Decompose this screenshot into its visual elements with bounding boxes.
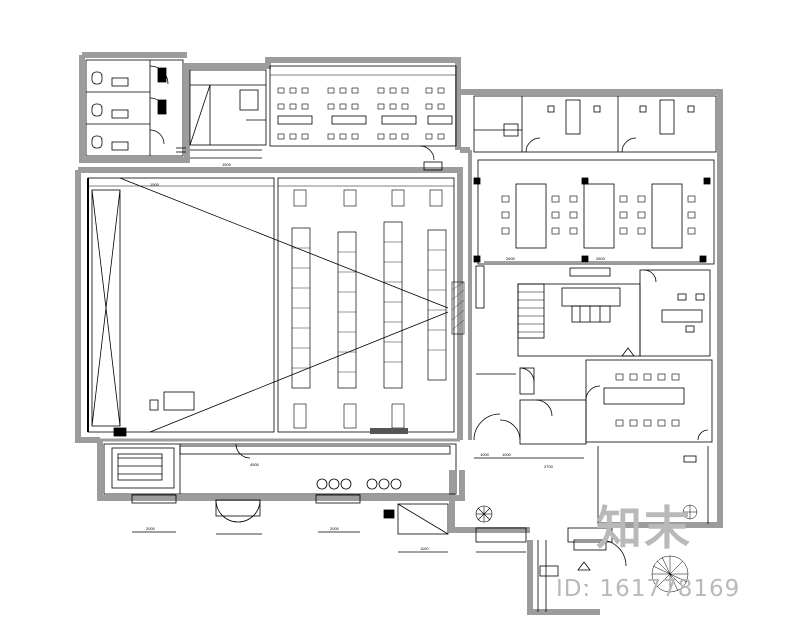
restroom-block: [85, 59, 184, 157]
plant-icon: [651, 555, 689, 593]
shelving-hall: [277, 177, 465, 434]
offices-right: 2600 2600: [473, 95, 717, 524]
exterior-walls: [75, 52, 723, 615]
svg-text:2600: 2600: [596, 256, 606, 261]
svg-text:1000: 1000: [480, 452, 490, 457]
svg-text:2000: 2000: [146, 526, 156, 531]
plant-icon: [475, 505, 493, 523]
svg-text:4500: 4500: [250, 462, 260, 467]
watermark-id: ID: 161778169: [556, 576, 741, 602]
entry-terrace: 1100 +: [397, 503, 627, 612]
svg-text:1500: 1500: [222, 162, 232, 167]
svg-text:1000: 1000: [502, 452, 512, 457]
watermark-logo: 知末: [596, 501, 692, 555]
svg-text:1100: 1100: [420, 546, 429, 551]
main-hall: 1500: [87, 177, 449, 437]
svg-text:+: +: [584, 582, 587, 587]
plant-icon: [682, 504, 698, 520]
svg-text:2700: 2700: [544, 464, 554, 469]
svg-text:2000: 2000: [330, 526, 340, 531]
service-rooms: 1500: [176, 69, 267, 167]
lobby: 2000 2000 4500: [103, 443, 457, 535]
svg-text:1500: 1500: [150, 182, 160, 187]
svg-text:2600: 2600: [506, 256, 516, 261]
top-classroom: [269, 65, 457, 171]
